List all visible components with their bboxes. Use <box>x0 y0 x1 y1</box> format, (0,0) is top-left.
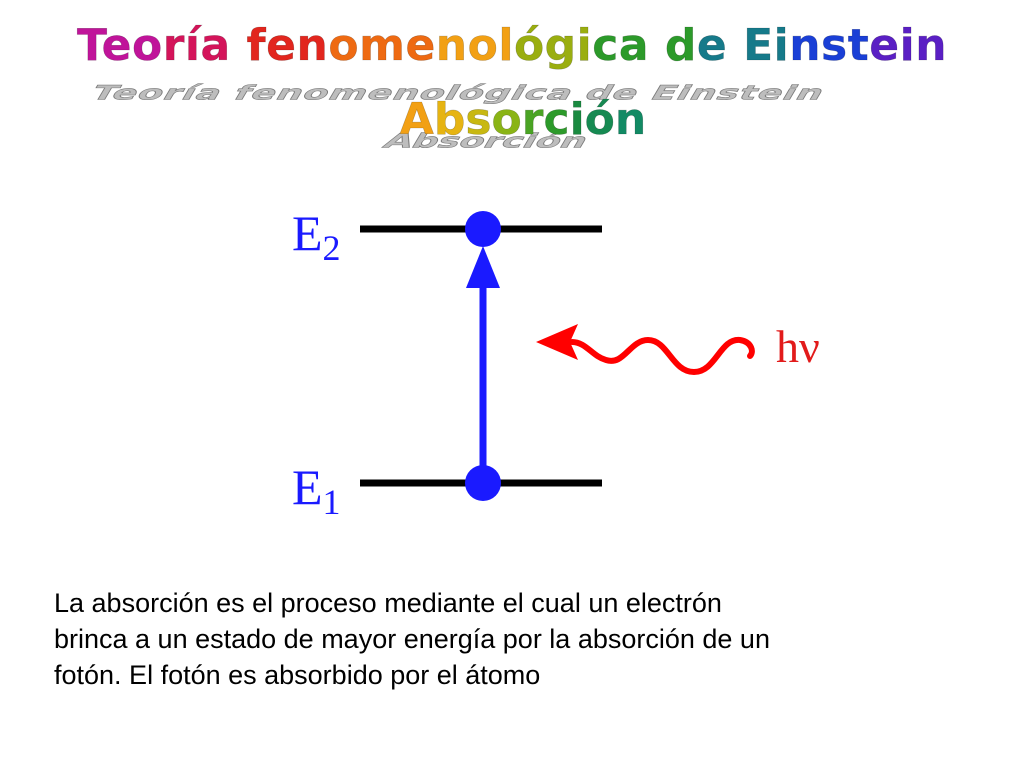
transition-arrowhead <box>466 246 500 288</box>
photon-wave <box>569 336 755 376</box>
caption: La absorción es el proceso mediante el c… <box>54 585 994 693</box>
slide-title: Teoría fenomenológica de Einstein <box>76 20 948 72</box>
caption-line-3: fotón. El fotón es absorbido por el átom… <box>54 660 541 690</box>
upper-level-label: E2 <box>292 205 341 268</box>
caption-line-1: La absorción es el proceso mediante el c… <box>54 588 722 618</box>
caption-line-2: brinca a un estado de mayor energía por … <box>54 624 770 654</box>
photon-arrowhead <box>536 324 578 360</box>
photon-energy-label: hν <box>776 321 820 372</box>
electron-upper <box>465 211 501 247</box>
slide-subtitle: Absorción <box>399 94 647 146</box>
electron-lower <box>465 465 501 501</box>
lower-level-label: E1 <box>292 459 341 522</box>
